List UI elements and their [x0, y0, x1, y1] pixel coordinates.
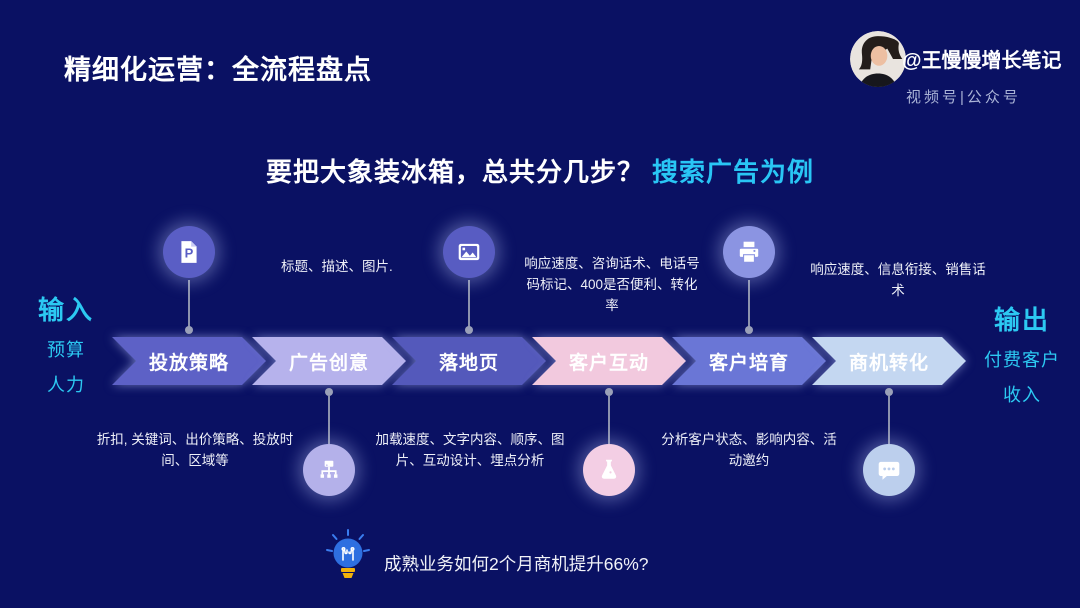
stage-2-note: 标题、描述、图片. — [281, 259, 393, 274]
lightbulb-icon — [320, 526, 376, 593]
ppt-file-icon: P — [181, 241, 197, 263]
stage-4: 客户互动 — [532, 337, 686, 385]
footer-tip: 成熟业务如何2个月商机提升66%? — [384, 554, 649, 574]
stage-4-icon-circle — [583, 444, 635, 496]
output-line-2: 收入 — [1003, 385, 1041, 405]
connector-stage-1 — [188, 280, 190, 328]
input-label: 输入 — [37, 295, 94, 325]
flask-icon — [601, 459, 617, 479]
connector-stage-3 — [468, 280, 470, 328]
connector-stage-5 — [748, 280, 750, 328]
avatar-illustration — [850, 31, 906, 87]
stage-6-icon-circle — [863, 444, 915, 496]
connector-stage-6 — [888, 396, 890, 444]
printer-icon — [739, 241, 759, 263]
connector-dot-stage-4 — [605, 388, 613, 396]
stage-6: 商机转化 — [812, 337, 966, 385]
output-line-1: 付费客户 — [984, 350, 1060, 370]
stage-2-label: 广告创意 — [252, 337, 406, 385]
input-line-2: 人力 — [47, 375, 85, 395]
input-block: 输入 预算 人力 — [16, 290, 116, 397]
stage-1: 投放策略 — [112, 337, 266, 385]
connector-dot-stage-1 — [185, 326, 193, 334]
connector-stage-2 — [328, 396, 330, 444]
input-line-1: 预算 — [47, 340, 85, 360]
stage-3-icon-circle — [443, 226, 495, 278]
connector-dot-stage-5 — [745, 326, 753, 334]
stage-5-icon-circle — [723, 226, 775, 278]
author-channels: 视频号|公众号 — [906, 89, 1021, 106]
sitemap-icon — [320, 460, 338, 478]
stage-4-note: 响应速度、咨询话术、电话号码标记、400是否便利、转化率 — [524, 256, 700, 313]
stage-3: 落地页 — [392, 337, 546, 385]
headline: 要把大象装冰箱，总共分几步？ 搜索广告为例 — [0, 152, 1080, 189]
chat-icon — [878, 461, 900, 480]
avatar — [850, 31, 906, 87]
process-flow: 投放策略 广告创意 落地页 客户互动 客户培育 商机转化 — [112, 337, 966, 385]
connector-dot-stage-6 — [885, 388, 893, 396]
stage-1-label: 投放策略 — [112, 337, 266, 385]
stage-3-note: 加载速度、文字内容、顺序、图片、互动设计、埋点分析 — [375, 432, 565, 468]
connector-stage-4 — [608, 396, 610, 444]
output-label: 输出 — [993, 305, 1050, 335]
author-name: @王慢慢增长笔记 — [902, 50, 1062, 72]
headline-question: 要把大象装冰箱，总共分几步？ — [265, 157, 644, 187]
stage-6-label: 商机转化 — [812, 337, 966, 385]
output-block: 输出 付费客户 收入 — [972, 300, 1072, 407]
headline-highlight: 搜索广告为例 — [652, 157, 815, 187]
connector-dot-stage-3 — [465, 326, 473, 334]
stage-5-label: 客户培育 — [672, 337, 826, 385]
image-icon — [458, 243, 480, 261]
svg-text:P: P — [185, 245, 194, 260]
stage-1-icon-circle: P — [163, 226, 215, 278]
stage-2-icon-circle — [303, 444, 355, 496]
stage-5-note: 分析客户状态、影响内容、活动邀约 — [661, 432, 837, 468]
stage-5: 客户培育 — [672, 337, 826, 385]
page-title: 精细化运营：全流程盘点 — [64, 55, 372, 85]
stage-3-label: 落地页 — [392, 337, 546, 385]
stage-2: 广告创意 — [252, 337, 406, 385]
stage-6-note: 响应速度、信息衔接、销售话术 — [810, 262, 986, 298]
stage-4-label: 客户互动 — [532, 337, 686, 385]
connector-dot-stage-2 — [325, 388, 333, 396]
stage-1-note: 折扣, 关键词、出价策略、投放时间、区域等 — [96, 432, 294, 468]
